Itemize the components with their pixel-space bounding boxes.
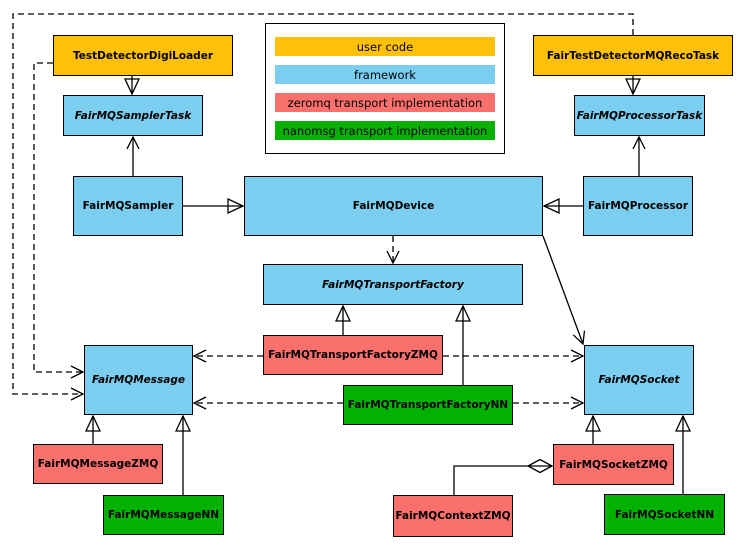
node-fairmq-socket-zmq: FairMQSocketZMQ bbox=[553, 444, 674, 485]
node-fairmq-sampler: FairMQSampler bbox=[73, 176, 183, 236]
node-label: FairMQMessageZMQ bbox=[37, 458, 159, 470]
node-label: FairMQContextZMQ bbox=[395, 510, 511, 522]
node-label: FairMQDevice bbox=[352, 200, 435, 212]
legend-label: nanomsg transport implementation bbox=[282, 123, 488, 138]
node-fairmq-sampler-task: FairMQSamplerTask bbox=[63, 95, 203, 136]
node-fair-test-detector-mq-reco-task: FairTestDetectorMQRecoTask bbox=[533, 35, 733, 76]
node-label: FairTestDetectorMQRecoTask bbox=[546, 49, 720, 62]
node-label: FairMQMessage bbox=[92, 374, 185, 386]
node-fairmq-message: FairMQMessage bbox=[84, 345, 193, 415]
legend-box: user code framework zeromq transport imp… bbox=[265, 23, 505, 154]
legend-item-framework: framework bbox=[275, 65, 495, 84]
legend-label: framework bbox=[354, 67, 416, 82]
legend-label: user code bbox=[356, 39, 414, 54]
node-test-detector-digi-loader: TestDetectorDigiLoader bbox=[53, 35, 233, 76]
node-fairmq-context-zmq: FairMQContextZMQ bbox=[393, 495, 513, 537]
node-fairmq-transport-factory-zmq: FairMQTransportFactoryZMQ bbox=[263, 335, 443, 375]
node-label: FairMQSocketNN bbox=[614, 508, 715, 521]
edge-device-uses-socket bbox=[542, 235, 586, 346]
node-fairmq-message-zmq: FairMQMessageZMQ bbox=[33, 444, 163, 484]
node-label: FairMQSamplerTask bbox=[74, 109, 192, 122]
legend-item-zeromq: zeromq transport implementation bbox=[275, 93, 495, 112]
legend-item-nanomsg: nanomsg transport implementation bbox=[275, 121, 495, 140]
node-fairmq-socket: FairMQSocket bbox=[584, 345, 694, 415]
node-fairmq-message-nn: FairMQMessageNN bbox=[103, 495, 224, 535]
edge-digiloader-depends-message bbox=[33, 62, 85, 379]
node-label: FairMQMessageNN bbox=[107, 509, 220, 521]
node-label: FairMQTransportFactory bbox=[322, 278, 464, 291]
node-label: FairMQTransportFactoryNN bbox=[347, 399, 509, 411]
legend-label: zeromq transport implementation bbox=[287, 95, 483, 110]
node-label: FairMQTransportFactoryZMQ bbox=[268, 349, 438, 361]
node-fairmq-processor: FairMQProcessor bbox=[583, 176, 693, 236]
node-label: FairMQProcessor bbox=[587, 200, 689, 212]
node-label: FairMQSampler bbox=[82, 200, 174, 212]
node-fairmq-socket-nn: FairMQSocketNN bbox=[604, 494, 725, 535]
node-label: FairMQSocket bbox=[598, 374, 680, 386]
node-fairmq-transport-factory: FairMQTransportFactory bbox=[263, 264, 523, 305]
legend-item-user-code: user code bbox=[275, 37, 495, 56]
edge-socketzmq-owns-contextzmq bbox=[453, 466, 552, 495]
node-label: TestDetectorDigiLoader bbox=[72, 49, 213, 62]
node-label: FairMQProcessorTask bbox=[576, 109, 703, 122]
node-fairmq-device: FairMQDevice bbox=[244, 176, 543, 236]
node-label: FairMQSocketZMQ bbox=[559, 458, 668, 471]
node-fairmq-transport-factory-nn: FairMQTransportFactoryNN bbox=[343, 385, 513, 425]
node-fairmq-processor-task: FairMQProcessorTask bbox=[574, 95, 705, 136]
edge-recotask-depends-message bbox=[12, 13, 634, 401]
